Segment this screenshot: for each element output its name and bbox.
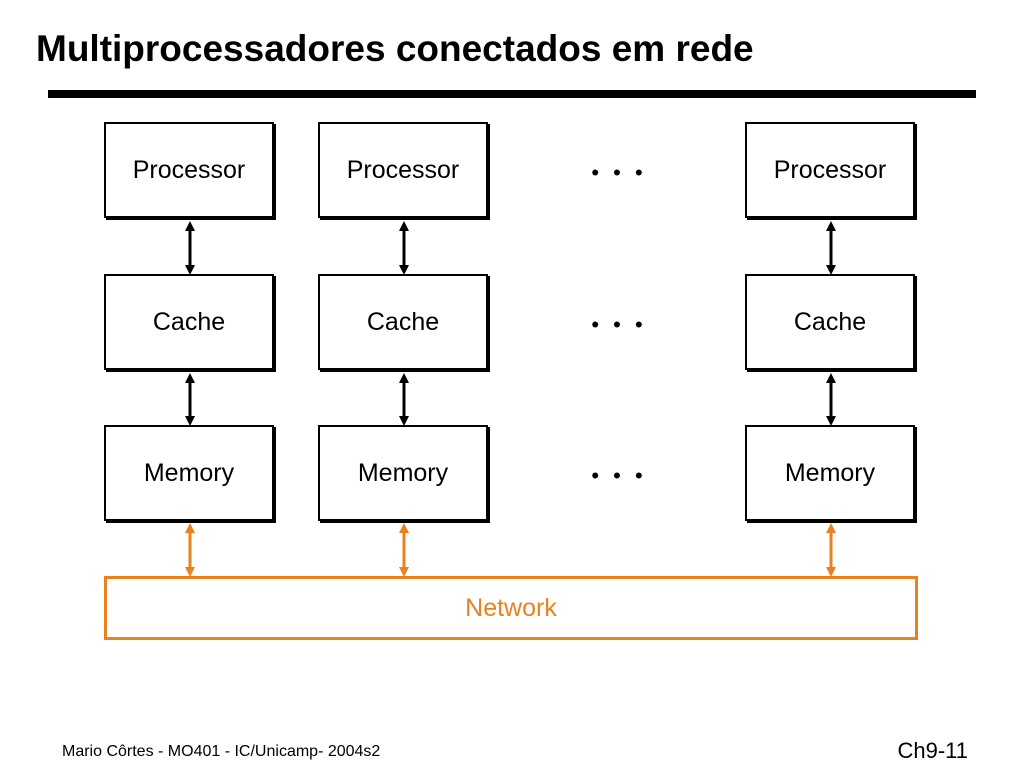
cache-box-1: Cache (104, 274, 274, 370)
cache-box-2: Cache (318, 274, 488, 370)
ellipsis-cache-row: • • • (591, 312, 647, 337)
memory-box-1: Memory (104, 425, 274, 521)
ellipsis-processor-row: • • • (591, 160, 647, 185)
footer-credit: Mario Côrtes - MO401 - IC/Unicamp- 2004s… (62, 743, 381, 760)
ellipsis-memory-row: • • • (591, 463, 647, 488)
processor-box-n: Processor (745, 122, 915, 218)
slide-number: Ch9-11 (897, 738, 968, 763)
slide-title: Multiprocessadores conectados em rede (36, 28, 754, 69)
network-box: Network (104, 576, 918, 640)
memory-box-n: Memory (745, 425, 915, 521)
cache-box-n: Cache (745, 274, 915, 370)
memory-box-2: Memory (318, 425, 488, 521)
processor-box-1: Processor (104, 122, 274, 218)
processor-box-2: Processor (318, 122, 488, 218)
title-rule (48, 90, 976, 98)
